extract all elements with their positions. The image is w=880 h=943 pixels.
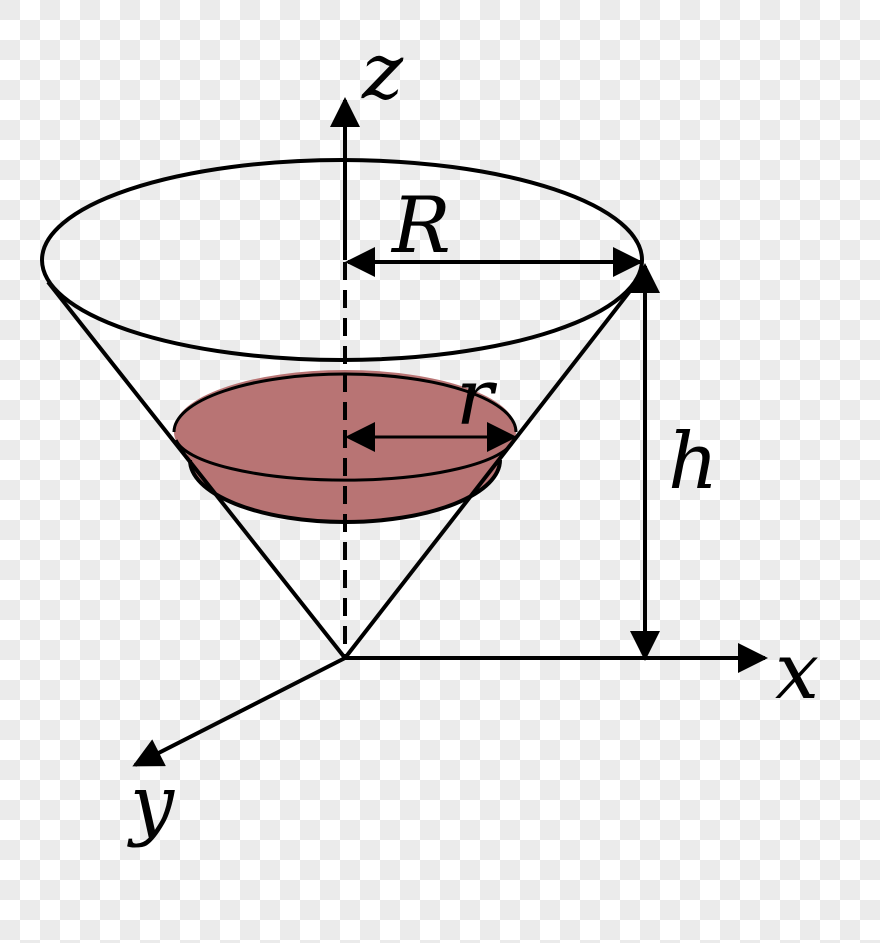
axes (132, 97, 768, 767)
R-label: R (390, 181, 451, 271)
x-label: x (775, 627, 819, 717)
y-axis (132, 656, 346, 767)
r-label: r (456, 353, 498, 443)
z-label: z (361, 27, 404, 117)
h-label: h (668, 417, 718, 507)
y-label: y (127, 759, 175, 849)
